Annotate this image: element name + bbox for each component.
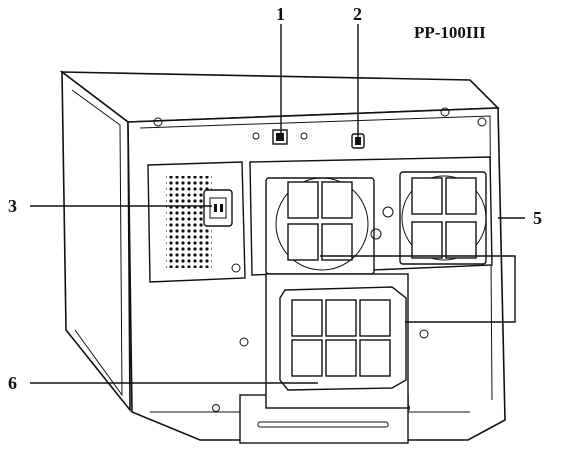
callout-5: 5 bbox=[533, 208, 542, 228]
fan-filter-left bbox=[265, 177, 382, 275]
callout-6: 6 bbox=[8, 373, 17, 393]
model-label: PP-100III bbox=[414, 23, 486, 42]
callout-leaders bbox=[30, 24, 525, 384]
ac-inlet-socket bbox=[203, 189, 233, 227]
filter-panel-lower bbox=[239, 273, 429, 409]
callout-2: 2 bbox=[353, 4, 362, 24]
callout-1: 1 bbox=[276, 4, 285, 24]
screw-icon bbox=[440, 107, 450, 117]
usb-port bbox=[252, 129, 308, 145]
connector-port bbox=[351, 133, 365, 149]
callout-3: 3 bbox=[8, 196, 17, 216]
fan-filter-right bbox=[382, 171, 487, 265]
ac-inlet-panel bbox=[147, 161, 246, 283]
screw-icon bbox=[153, 117, 163, 127]
screw-icon bbox=[477, 117, 487, 127]
screw-icon bbox=[212, 404, 220, 412]
